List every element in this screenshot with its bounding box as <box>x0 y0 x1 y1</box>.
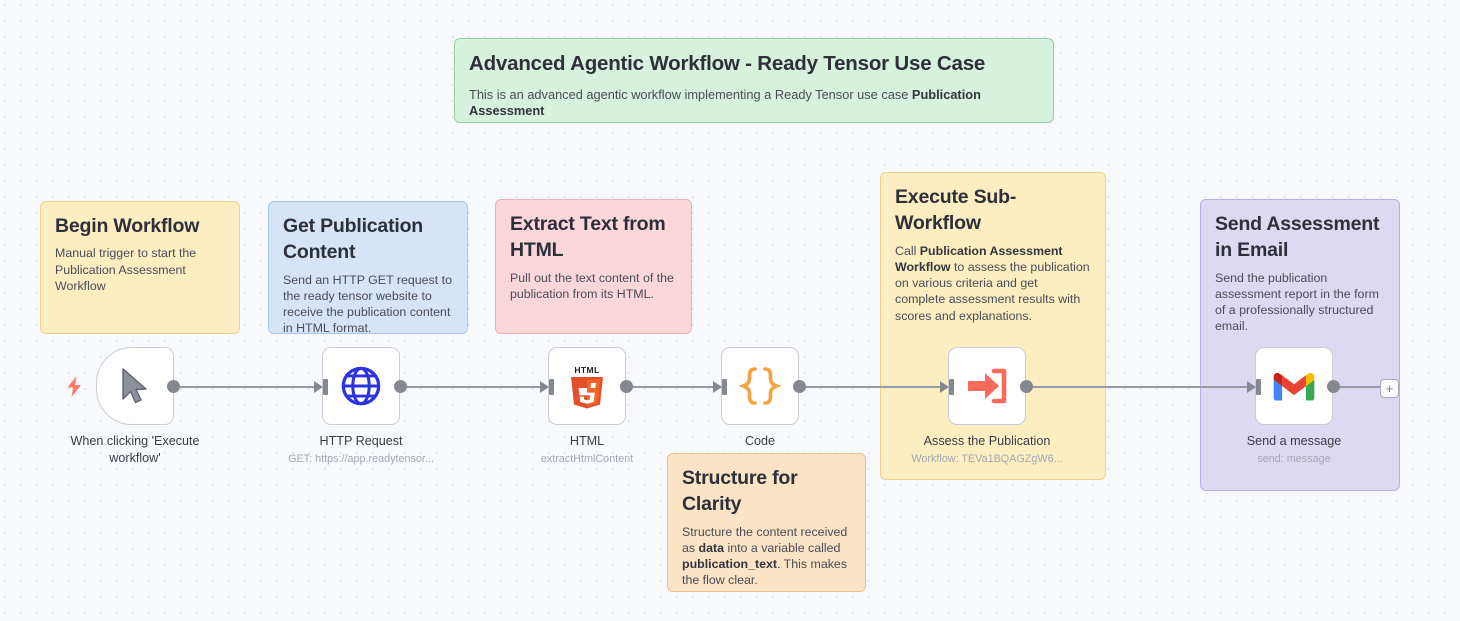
edge-trigger-to-http <box>172 386 322 388</box>
output-connector-execute-workflow[interactable] <box>1020 380 1033 393</box>
node-http-request[interactable] <box>322 347 400 425</box>
sticky-note-body-text: into a variable called <box>724 540 841 555</box>
node-label-manual-trigger: When clicking 'Execute workflow' <box>70 434 200 466</box>
trigger-bolt-icon <box>66 376 83 402</box>
node-gmail[interactable] <box>1255 347 1333 425</box>
edge-subworkflow-to-gmail <box>1025 386 1255 388</box>
sticky-note-body-bold: Publication Assessment Workflow <box>895 243 1063 274</box>
sticky-note-send-assessment-in-email[interactable]: Send Assessment in Email Send the public… <box>1200 199 1400 491</box>
globe-icon <box>340 365 382 407</box>
arrow-into-bracket-icon <box>965 366 1009 406</box>
node-sublabel-gmail: send: message <box>1257 453 1331 465</box>
sticky-note-body: Send the publication assessment report i… <box>1215 270 1379 334</box>
output-connector-code[interactable] <box>793 380 806 393</box>
svg-text:HTML: HTML <box>574 365 599 375</box>
sticky-note-title: Structure for Clarity <box>682 467 798 516</box>
edge-code-to-subworkflow <box>798 386 946 388</box>
plus-icon: + <box>1385 381 1394 396</box>
sticky-note-body: Call Publication Assessment Workflow to … <box>895 243 1091 324</box>
sticky-note-get-publication-content[interactable]: Get Publication Content Send an HTTP GET… <box>268 201 468 334</box>
sticky-note-body: Manual trigger to start the Publication … <box>55 246 197 293</box>
sticky-note-body-text: This is an advanced agentic workflow imp… <box>469 86 912 102</box>
sticky-note-title: Extract Text from HTML <box>510 213 666 262</box>
sticky-note-body-text: Call <box>895 243 920 258</box>
sticky-note-body-text: . This makes the flow clear. <box>682 557 848 588</box>
node-html[interactable]: HTML <box>548 347 626 425</box>
sticky-note-begin-workflow[interactable]: Begin Workflow Manual trigger to start t… <box>40 201 240 334</box>
sticky-note-body: Structure the content received as data i… <box>682 524 851 589</box>
output-connector-html[interactable] <box>620 380 633 393</box>
output-connector-http-request[interactable] <box>394 380 407 393</box>
html5-icon: HTML <box>566 363 608 409</box>
gmail-icon <box>1273 370 1315 403</box>
sticky-note-body-text: Structure the content received as <box>682 524 848 555</box>
sticky-note-body: This is an advanced agentic workflow imp… <box>469 87 1039 121</box>
node-sublabel-html: extractHtmlContent <box>540 453 634 465</box>
node-label-http-request: HTTP Request <box>319 434 403 448</box>
edge-http-to-html <box>399 386 547 388</box>
sticky-note-body-bold: Publication Assessment <box>469 86 981 119</box>
sticky-note-body-bold: data <box>698 540 725 555</box>
sticky-note-body: Send an HTTP GET request to the ready te… <box>283 272 452 334</box>
cursor-pointer-icon <box>117 366 153 406</box>
node-manual-trigger[interactable] <box>96 347 174 425</box>
input-port-gmail[interactable] <box>1247 379 1261 395</box>
sticky-note-title: Execute Sub-Workflow <box>895 186 1017 235</box>
edge-html-to-code <box>625 386 721 388</box>
input-port-code[interactable] <box>713 379 727 395</box>
node-sublabel-http-request: GET: https://app.readytensor... <box>288 453 434 465</box>
sticky-note-extract-text-from-html[interactable]: Extract Text from HTML Pull out the text… <box>495 199 692 334</box>
sticky-note-title: Begin Workflow <box>55 215 200 237</box>
sticky-note-body-text: to assess the publication on various cri… <box>895 259 1090 323</box>
input-port-html[interactable] <box>540 379 554 395</box>
input-port-execute-workflow[interactable] <box>940 379 954 395</box>
input-port-http-request[interactable] <box>314 379 328 395</box>
output-connector-gmail[interactable] <box>1327 380 1340 393</box>
node-label-execute-workflow: Assess the Publication <box>923 434 1051 448</box>
node-label-gmail: Send a message <box>1246 434 1342 448</box>
node-execute-workflow[interactable] <box>948 347 1026 425</box>
node-label-code: Code <box>744 434 776 448</box>
sticky-note-body: Pull out the text content of the publica… <box>510 270 674 301</box>
node-label-html: HTML <box>569 434 605 448</box>
node-code[interactable] <box>721 347 799 425</box>
sticky-note-title: Send Assessment in Email <box>1215 213 1380 262</box>
add-node-button[interactable]: + <box>1380 379 1399 398</box>
sticky-note-header[interactable]: Advanced Agentic Workflow - Ready Tensor… <box>454 38 1054 123</box>
output-connector-manual-trigger[interactable] <box>167 380 180 393</box>
curly-braces-icon <box>737 365 783 407</box>
sticky-note-structure-for-clarity[interactable]: Structure for Clarity Structure the cont… <box>667 453 866 592</box>
node-sublabel-execute-workflow: Workflow: TEVa1BQAGZgW6... <box>911 453 1063 465</box>
edge-gmail-to-add <box>1333 386 1381 388</box>
sticky-note-execute-sub-workflow[interactable]: Execute Sub-Workflow Call Publication As… <box>880 172 1106 480</box>
sticky-note-title: Get Publication Content <box>283 215 424 264</box>
sticky-note-body-bold: publication_text <box>682 557 778 572</box>
sticky-note-title: Advanced Agentic Workflow - Ready Tensor… <box>469 52 986 75</box>
